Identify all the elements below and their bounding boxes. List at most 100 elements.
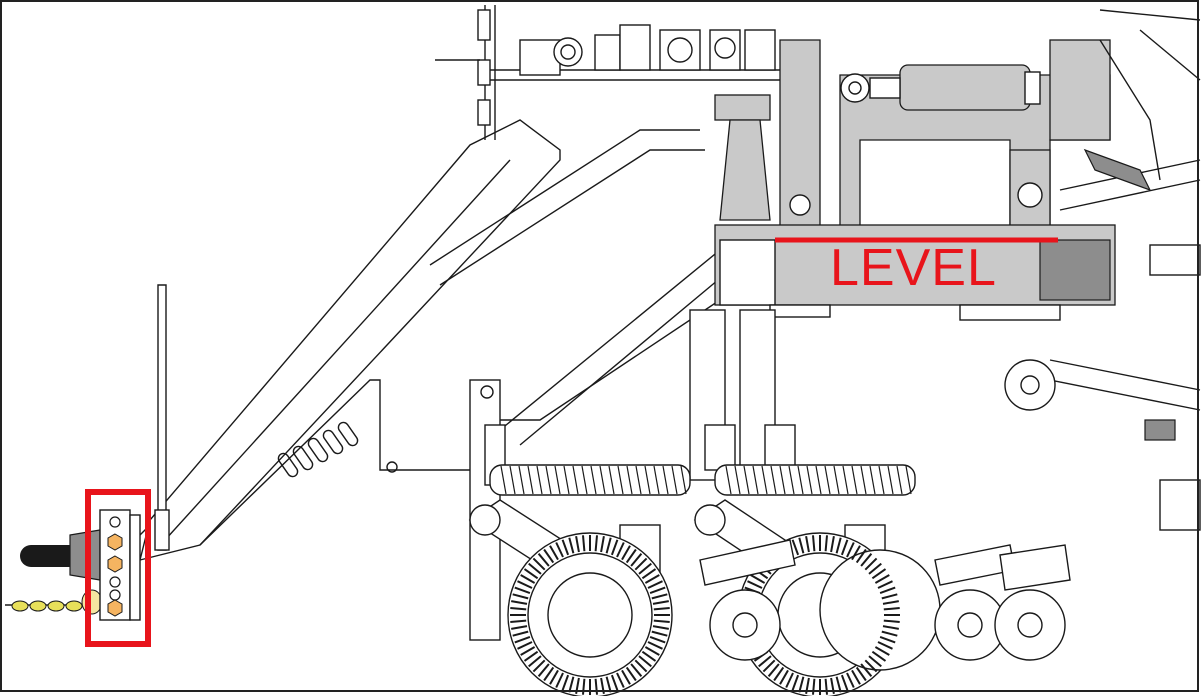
- tread-mark: [652, 600, 669, 605]
- tread-mark: [651, 630, 668, 637]
- tread-mark: [575, 536, 580, 553]
- tread-mark: [649, 586, 666, 595]
- plate-hole: [109, 589, 121, 601]
- tread-mark: [868, 655, 882, 668]
- tread-mark: [653, 619, 670, 623]
- tread-mark: [881, 630, 898, 637]
- tread-mark: [791, 539, 800, 556]
- spring-coil: [599, 465, 606, 495]
- spring-coil: [734, 465, 741, 495]
- tread-mark: [758, 655, 772, 668]
- tread-mark: [798, 676, 805, 693]
- spring-coil: [662, 465, 669, 495]
- spring-coil: [896, 465, 903, 495]
- tread-mark: [864, 659, 878, 673]
- spring-coil: [824, 465, 831, 495]
- tread-mark: [510, 619, 527, 623]
- tread-mark: [634, 557, 648, 571]
- spring-coil: [815, 465, 822, 495]
- tread-mark: [846, 672, 855, 688]
- tread-mark: [773, 666, 785, 682]
- tread-mark: [549, 669, 559, 685]
- tread-mark: [652, 625, 669, 630]
- spring-coil: [743, 465, 750, 495]
- tread-mark: [798, 537, 805, 554]
- tread-mark: [830, 536, 835, 553]
- tread-mark: [883, 619, 900, 623]
- tread-mark: [851, 669, 861, 685]
- spring-coils: [500, 465, 912, 495]
- tread-mark: [649, 635, 666, 644]
- spring-coil: [545, 465, 552, 495]
- tread-mark: [600, 536, 605, 553]
- tread-mark: [532, 557, 546, 571]
- spring-coil: [608, 465, 615, 495]
- spring-coil: [905, 465, 912, 495]
- central-mast: [714, 39, 1111, 301]
- level-label: LEVEL: [830, 239, 997, 297]
- tread-mark: [511, 625, 528, 630]
- tread-mark: [812, 535, 816, 552]
- tread-mark: [605, 537, 612, 554]
- tread-mark: [882, 600, 899, 605]
- tread-mark: [647, 641, 663, 650]
- spring-coil: [509, 465, 516, 495]
- tread-mark: [767, 663, 780, 677]
- spring-coil: [842, 465, 849, 495]
- spring-coil: [626, 465, 633, 495]
- hitch-pin: [107, 599, 123, 617]
- main-frame-arm: [119, 119, 561, 561]
- right-frame: [1004, 9, 1201, 531]
- tread-mark: [523, 650, 539, 662]
- spring-coil: [572, 465, 579, 495]
- tread-mark: [514, 635, 531, 644]
- tread-mark: [549, 545, 559, 561]
- tread-mark: [561, 674, 570, 691]
- tread-mark: [621, 669, 631, 685]
- spring-coil: [788, 465, 795, 495]
- tread-mark: [594, 535, 598, 552]
- tread-mark: [824, 678, 828, 695]
- tread-mark: [860, 663, 873, 677]
- hydraulic-valves: [519, 24, 776, 76]
- tread-mark: [882, 625, 899, 630]
- hitch-pin: [107, 533, 123, 551]
- tread-mark: [762, 659, 776, 673]
- closing-wheels: [699, 539, 1071, 661]
- spring-coil: [644, 465, 651, 495]
- tread-mark: [874, 646, 890, 656]
- spring-coil: [527, 465, 534, 495]
- spring-coil: [833, 465, 840, 495]
- tread-mark: [605, 676, 612, 693]
- tread-mark: [785, 672, 794, 688]
- tread-mark: [511, 600, 528, 605]
- tread-mark: [543, 666, 555, 682]
- spring-coil: [635, 465, 642, 495]
- tread-mark: [855, 548, 867, 564]
- tread-mark: [616, 542, 625, 558]
- spring-coil: [770, 465, 777, 495]
- spring-coil: [500, 465, 507, 495]
- slot-holes: [277, 421, 359, 478]
- tread-mark: [634, 659, 648, 673]
- hitch-pin: [107, 555, 123, 573]
- hydraulic-cylinder: [840, 64, 1041, 111]
- hitch-adjustment-plate: [99, 509, 141, 621]
- tread-mark: [791, 674, 800, 691]
- tread-mark: [561, 539, 570, 556]
- spring-coil: [653, 465, 660, 495]
- tread-mark: [779, 669, 789, 685]
- tread-mark: [638, 562, 652, 575]
- tread-mark: [621, 545, 631, 561]
- hitch-plate-highlight-box: [85, 489, 151, 647]
- spring-coil: [797, 465, 804, 495]
- tread-mark: [651, 593, 668, 600]
- tread-mark: [644, 646, 660, 656]
- tread-mark: [871, 650, 887, 662]
- tread-mark: [868, 562, 882, 575]
- tread-mark: [881, 593, 898, 600]
- tread-mark: [537, 553, 550, 567]
- spring-coil: [761, 465, 768, 495]
- tread-mark: [835, 676, 842, 693]
- spring-coil: [878, 465, 885, 495]
